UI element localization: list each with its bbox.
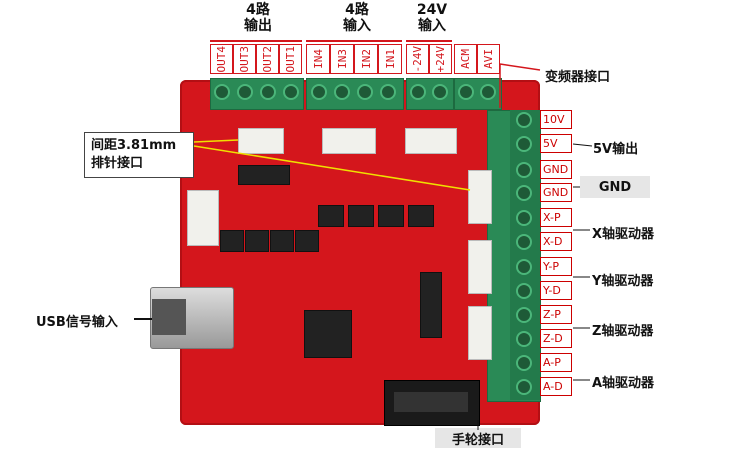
screw [516, 283, 532, 299]
pin-label-in2: IN2 [354, 44, 378, 74]
pin-header [187, 190, 219, 246]
screw [480, 84, 496, 100]
ic-chip [420, 272, 442, 338]
pin-label-a-d: A-D [540, 377, 572, 396]
group-bracket [210, 40, 302, 42]
mcu-chip [304, 310, 352, 358]
pin-label-x-p: X-P [540, 208, 572, 227]
callout-gnd: GND [580, 176, 650, 198]
handwheel-connector-slot [394, 392, 468, 412]
screw [516, 259, 532, 275]
pin-label-z-d: Z-D [540, 329, 572, 348]
pin-label-x-d: X-D [540, 232, 572, 251]
top-group-title: 4路输入 [343, 2, 371, 34]
pin-label-acm: ACM [454, 44, 477, 74]
pin-label-y-d: Y-D [540, 281, 572, 300]
pin-label-out1: OUT1 [279, 44, 302, 74]
ic-chip [220, 230, 244, 252]
pin-label-gnd: GND [540, 183, 572, 202]
pin-label-a-p: A-P [540, 353, 572, 372]
screw [357, 84, 373, 100]
pin-label-out2: OUT2 [256, 44, 279, 74]
group-bracket [306, 40, 402, 42]
ic-chip [238, 165, 290, 185]
pin-label-in4: IN4 [306, 44, 330, 74]
pin-label-out3: OUT3 [233, 44, 256, 74]
screw [432, 84, 448, 100]
callout-z-driver: Z轴驱动器 [592, 324, 654, 339]
callout-usb: USB信号输入 [36, 315, 118, 330]
callout-pitch-line2: 排针接口 [91, 156, 144, 171]
pin-label-z-p: Z-P [540, 305, 572, 324]
pin-label-5v: 5V [540, 134, 572, 153]
screw [516, 379, 532, 395]
screw [516, 112, 532, 128]
screw [516, 355, 532, 371]
pin-header [405, 128, 457, 154]
pin-header [468, 306, 492, 360]
callout-5v-output: 5V输出 [593, 142, 639, 157]
screw [516, 234, 532, 250]
pin-header [468, 240, 492, 294]
callout-pitch-line1: 间距3.81mm [91, 138, 177, 153]
pin-label-10v: 10V [540, 110, 572, 129]
pin-label-out4: OUT4 [210, 44, 233, 74]
ic-chip [245, 230, 269, 252]
pin-header [238, 128, 284, 154]
ic-chip [348, 205, 374, 227]
callout-y-driver: Y轴驱动器 [592, 274, 654, 289]
screw [516, 162, 532, 178]
pin-header [468, 170, 492, 224]
screw [516, 136, 532, 152]
callout-x-driver: X轴驱动器 [592, 227, 655, 242]
ic-chip [270, 230, 294, 252]
top-group-title: 4路输出 [244, 2, 272, 34]
screw [283, 84, 299, 100]
pin-label-gnd: GND [540, 160, 572, 179]
pin-header [322, 128, 376, 154]
pin-label-plus24v: +24V [429, 44, 452, 74]
group-bracket [406, 40, 452, 42]
ic-chip [408, 205, 434, 227]
screw [237, 84, 253, 100]
screw [311, 84, 327, 100]
ic-chip [295, 230, 319, 252]
pin-label-in1: IN1 [378, 44, 402, 74]
ic-chip [378, 205, 404, 227]
screw [410, 84, 426, 100]
usb-connector-mouth [152, 299, 186, 335]
callout-handwheel: 手轮接口 [435, 428, 521, 448]
callout-a-driver: A轴驱动器 [592, 376, 655, 391]
callout-pitch-box: 间距3.81mm 排针接口 [84, 132, 194, 178]
ic-chip [318, 205, 344, 227]
pin-label-minus24v: -24V [406, 44, 429, 74]
screw [516, 331, 532, 347]
pin-label-avi: AVI [477, 44, 500, 74]
screw [458, 84, 474, 100]
pin-label-y-p: Y-P [540, 257, 572, 276]
screw [260, 84, 276, 100]
screw [334, 84, 350, 100]
screw [516, 307, 532, 323]
screw [380, 84, 396, 100]
screw [214, 84, 230, 100]
pin-label-in3: IN3 [330, 44, 354, 74]
right-terminal-face [510, 110, 540, 400]
screw [516, 185, 532, 201]
usb-arrow [134, 318, 152, 320]
screw [516, 210, 532, 226]
callout-vfd: 变频器接口 [545, 70, 611, 85]
